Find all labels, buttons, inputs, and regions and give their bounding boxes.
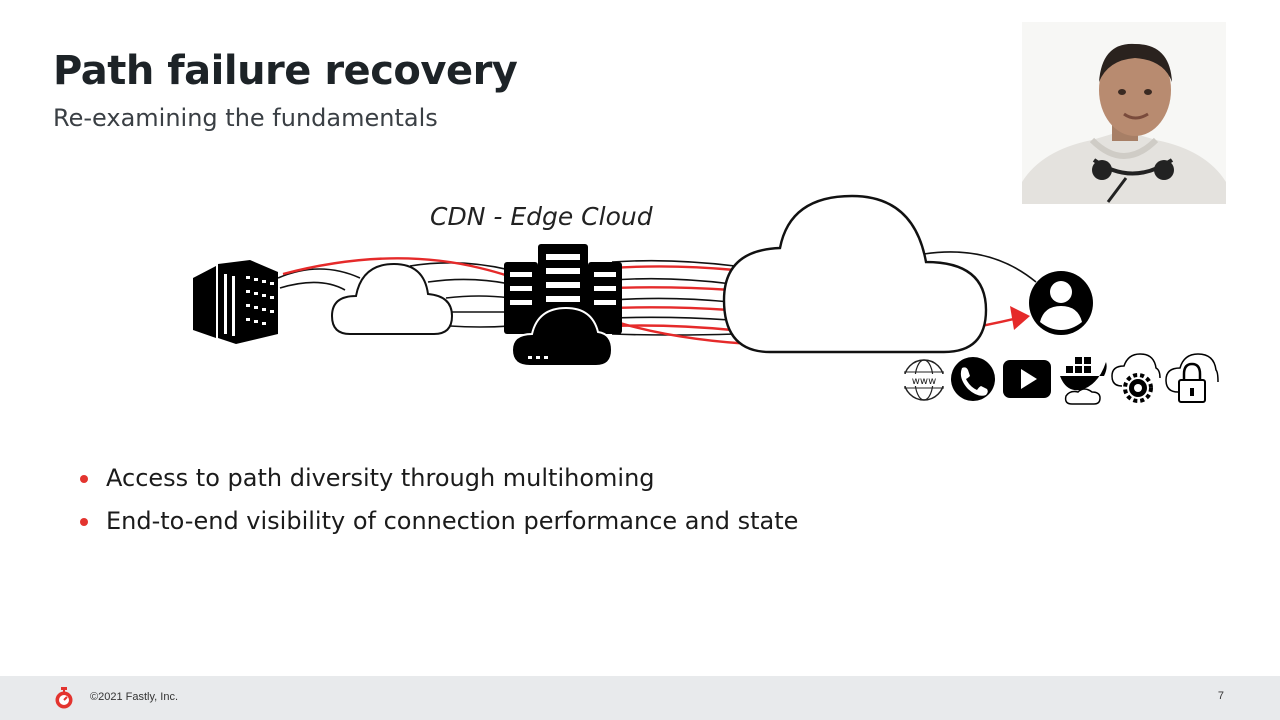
slide-footer: ©2021 Fastly, Inc. 7 [0, 676, 1280, 720]
phone-icon [951, 357, 995, 401]
bullet-list: Access to path diversity through multiho… [78, 462, 798, 548]
page-number: 7 [1217, 690, 1224, 702]
www-icon: www [902, 359, 946, 401]
path-arrowhead [1010, 306, 1030, 330]
bullet-dot [80, 518, 88, 526]
slide-title: Path failure recovery [53, 48, 518, 94]
network-diagram: www [193, 194, 1219, 405]
presenter-webcam [1022, 22, 1226, 204]
bullet-dot [80, 475, 88, 483]
slide-subtitle: Re-examining the fundamentals [53, 104, 438, 132]
edge-server-icon [504, 244, 622, 367]
bullet-text: End-to-end visibility of connection perf… [106, 507, 799, 535]
play-icon [1003, 360, 1051, 398]
user-icon [1029, 271, 1093, 335]
bullet-item: End-to-end visibility of connection perf… [78, 505, 798, 548]
bullet-text: Access to path diversity through multiho… [106, 464, 655, 492]
diagram-label: CDN - Edge Cloud [430, 202, 653, 231]
copyright-text: ©2021 Fastly, Inc. [90, 691, 178, 703]
origin-server-icon [193, 260, 278, 344]
svg-text:www: www [912, 376, 937, 387]
cloud-lock-icon [1165, 353, 1219, 403]
fastly-logo-icon [55, 687, 73, 709]
cloud-icon [330, 262, 454, 335]
docker-icon [1060, 357, 1107, 405]
bullet-item: Access to path diversity through multiho… [78, 462, 798, 505]
cloud-icon [722, 194, 988, 354]
cloud-gear-icon [1111, 353, 1161, 403]
